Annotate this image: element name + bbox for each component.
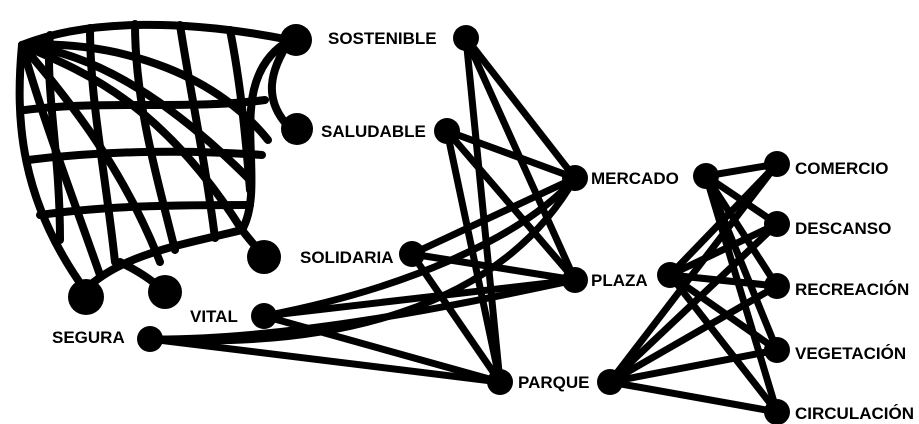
connection-lines [146,34,781,416]
left-nodes: SOSTENIBLE SALUDABLE SOLIDARIA VITAL SEG… [52,25,479,352]
label-recreacion: RECREACIÓN [795,280,909,299]
net-dot [148,275,182,309]
node-segura [137,326,163,352]
node-parque [487,369,513,395]
net-icon [15,20,294,301]
label-circulacion: CIRCULACIÓN [795,404,914,423]
node-mercado [562,165,588,191]
net-dot [68,279,104,315]
label-saludable: SALUDABLE [321,122,426,141]
node-sostenible [453,25,479,51]
right-nodes: COMERCIO DESCANSO RECREACIÓN VEGETACIÓN … [764,151,914,424]
net-dot [247,240,281,274]
net-dot [281,113,313,145]
label-vegetacion: VEGETACIÓN [795,344,906,363]
node-comercio [764,151,790,177]
net-dot [280,24,312,56]
label-comercio: COMERCIO [795,159,889,178]
net-terminal-dots [68,24,313,315]
label-parque: PARQUE [518,373,589,392]
node-solidaria [399,241,425,267]
node-vegetacion [764,337,790,363]
node-circulacion [764,399,790,424]
hub-mercado [693,163,719,189]
label-solidaria: SOLIDARIA [300,248,394,267]
node-saludable [434,118,460,144]
hub-plaza [657,262,683,288]
middle-nodes: MERCADO PLAZA PARQUE [487,163,719,395]
node-descanso [764,211,790,237]
label-plaza: PLAZA [591,271,648,290]
label-mercado: MERCADO [591,169,679,188]
label-vital: VITAL [190,307,238,326]
label-sostenible: SOSTENIBLE [328,29,437,48]
label-segura: SEGURA [52,328,125,347]
node-vital [251,303,277,329]
hub-parque [597,369,623,395]
node-plaza [562,267,588,293]
label-descanso: DESCANSO [795,219,891,238]
node-recreacion [764,273,790,299]
